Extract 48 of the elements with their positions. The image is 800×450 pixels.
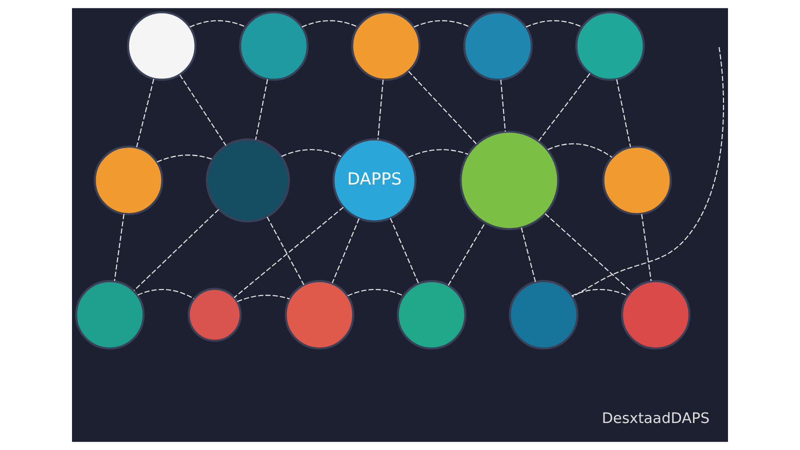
connector (138, 288, 194, 300)
node-circle (351, 11, 421, 81)
node-circle (75, 280, 145, 350)
connector (572, 47, 724, 298)
connector (414, 20, 470, 28)
node-circle (620, 280, 690, 350)
node-circle (127, 11, 197, 81)
connector (255, 79, 268, 140)
connector (548, 143, 612, 158)
node-circle (575, 11, 645, 81)
node-circle (284, 280, 354, 350)
connector (190, 20, 246, 28)
node-circle (239, 11, 309, 81)
connector (347, 288, 404, 296)
connector (179, 74, 226, 146)
connector (408, 70, 477, 144)
connector (408, 149, 468, 158)
connector (281, 149, 342, 157)
connector (156, 154, 213, 162)
connector (302, 20, 358, 28)
connector (134, 209, 219, 291)
connector (332, 218, 360, 284)
node-circle (602, 146, 672, 216)
connector (234, 206, 344, 298)
connector (520, 228, 536, 282)
connector (641, 214, 652, 281)
connector (377, 80, 384, 140)
connector (448, 222, 486, 286)
node-circle (94, 146, 164, 216)
node-circle (463, 11, 533, 81)
connector (538, 73, 590, 142)
connector (114, 214, 124, 281)
connector (266, 216, 304, 286)
node-circle: DAPPS (332, 138, 417, 222)
node-circle (508, 280, 578, 350)
connector (616, 79, 631, 147)
connector (544, 213, 632, 292)
connector (390, 218, 419, 284)
connector (526, 20, 582, 28)
node-circle (188, 288, 242, 342)
node-circle (206, 138, 290, 222)
connector (571, 288, 628, 296)
node-circle (460, 130, 560, 230)
connector (237, 294, 290, 302)
connector (136, 78, 154, 148)
label: DesxtaadDAPS (602, 410, 710, 427)
connector (500, 80, 506, 132)
node-circle (396, 280, 466, 350)
